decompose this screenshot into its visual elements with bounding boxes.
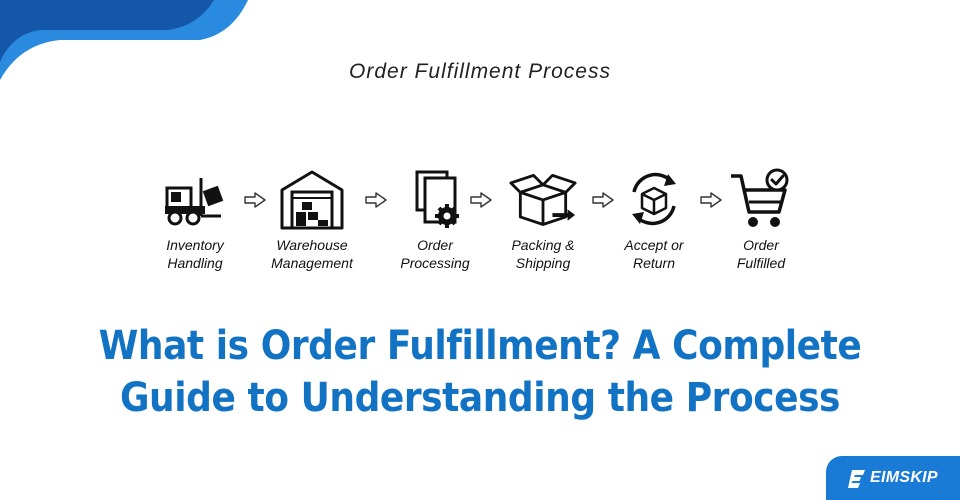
step-order-processing: Order Processing xyxy=(375,168,495,272)
step-label-line: Processing xyxy=(400,255,470,271)
open-box-icon xyxy=(509,173,577,226)
right-arrow-icon xyxy=(244,192,266,208)
step-label-line: Inventory xyxy=(166,237,224,253)
step-label: Inventory Handling xyxy=(135,236,255,272)
right-arrow-icon xyxy=(470,192,492,208)
step-label: Order Fulfilled xyxy=(701,236,821,272)
step-label-line: Handling xyxy=(167,255,223,271)
return-cycle-icon xyxy=(632,172,676,226)
step-inventory-handling: Inventory Handling xyxy=(135,168,255,272)
corner-decoration xyxy=(0,0,248,80)
step-label-line: Packing & xyxy=(511,237,575,253)
step-packing-shipping: Packing & Shipping xyxy=(483,168,603,272)
brand-mark-icon xyxy=(848,470,865,488)
brand-name: EIMSKIP xyxy=(870,469,938,486)
document-gear-icon xyxy=(415,170,459,228)
diagram-title: Order Fulfillment Process xyxy=(349,60,611,83)
forklift-icon xyxy=(165,178,224,226)
step-label: Warehouse Management xyxy=(252,236,372,272)
headline-line: What is Order Fulfillment? A Complete xyxy=(98,323,862,369)
brand-logo: EIMSKIP xyxy=(826,456,960,500)
warehouse-icon xyxy=(280,170,344,230)
headline-line: Guide to Understanding the Process xyxy=(119,375,841,421)
step-label-line: Management xyxy=(271,255,353,271)
step-label-line: Accept or xyxy=(624,237,684,253)
article-headline: What is Order Fulfillment? A Complete Gu… xyxy=(48,320,912,424)
step-label-line: Return xyxy=(632,255,676,271)
step-order-fulfilled: Order Fulfilled xyxy=(701,168,821,272)
right-arrow-icon xyxy=(700,192,722,208)
step-accept-or-return: Accept or Return xyxy=(594,168,714,272)
right-arrow-icon xyxy=(365,192,387,208)
step-label-line: Order xyxy=(743,237,779,253)
step-label-line: Fulfilled xyxy=(736,255,786,271)
cart-check-icon xyxy=(731,168,789,227)
right-arrow-icon xyxy=(592,192,614,208)
step-label-line: Warehouse xyxy=(276,237,348,253)
step-label: Packing & Shipping xyxy=(483,236,603,272)
step-label: Order Processing xyxy=(375,236,495,272)
step-label-line: Shipping xyxy=(515,255,571,271)
step-label: Accept or Return xyxy=(594,236,714,272)
step-label-line: Order xyxy=(417,237,453,253)
step-warehouse-management: Warehouse Management xyxy=(252,168,372,272)
